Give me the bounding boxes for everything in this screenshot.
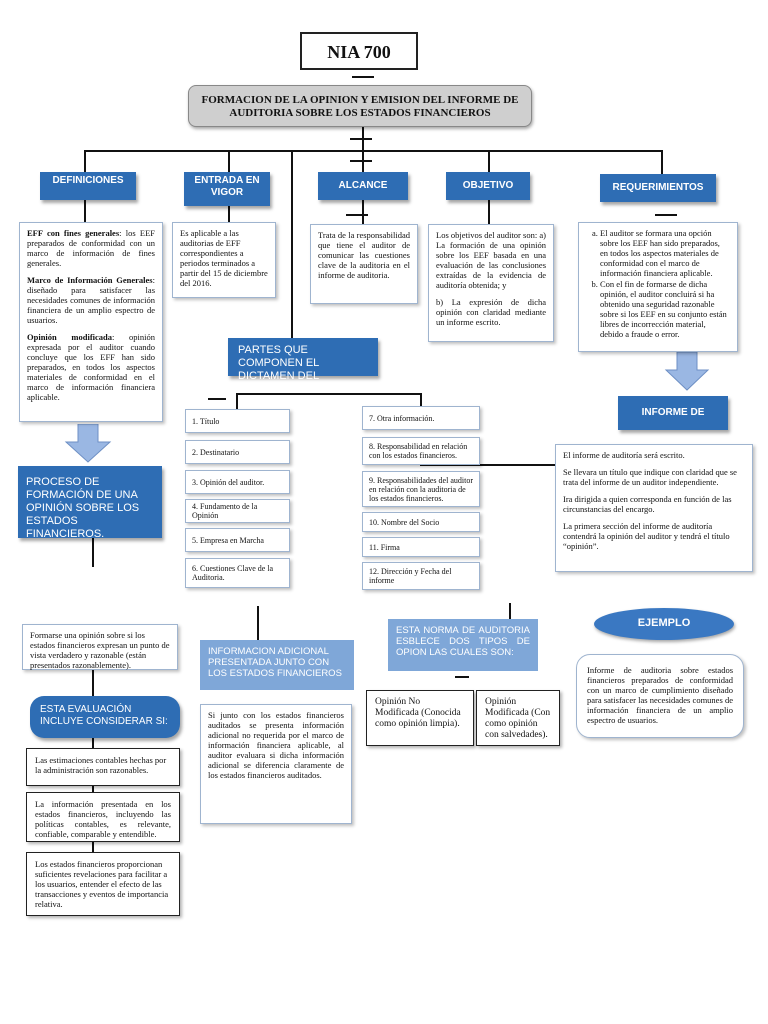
connector	[455, 676, 469, 678]
parte-label: 1. Título	[192, 416, 220, 426]
connector	[92, 668, 94, 696]
parte-label: 11. Firma	[369, 542, 400, 552]
informe-text: Ira dirigida a quien corresponda en func…	[563, 494, 732, 514]
parte-item: 1. Título	[185, 409, 290, 433]
parte-label: 6. Cuestiones Clave de la Auditoria.	[192, 564, 274, 582]
parte-label: 10. Nombre del Socio	[369, 517, 440, 527]
informe-text: Se llevara un título que indique con cla…	[563, 467, 737, 487]
parte-item: 2. Destinatario	[185, 440, 290, 464]
definiciones-header: DEFINICIONES	[40, 172, 136, 200]
objetivo-text: b) La expresión de dicha opinión con cla…	[436, 297, 546, 327]
main-topic: FORMACION DE LA OPINION Y EMISION DEL IN…	[188, 85, 532, 127]
parte-item: 11. Firma	[362, 537, 480, 557]
parte-label: 12. Dirección y Fecha del informe	[369, 567, 452, 585]
connector	[509, 603, 511, 619]
entrada-box: Es aplicable a las auditorias de EFF cor…	[172, 222, 276, 298]
parte-item: 8. Responsabilidad en relación con los e…	[362, 437, 480, 465]
objetivo-header: OBJETIVO	[446, 172, 530, 200]
informe-box: El informe de auditoría será escrito. Se…	[555, 444, 753, 572]
parte-label: 2. Destinatario	[192, 447, 240, 457]
partes-title: PARTES QUE COMPONEN EL DICTAMEN DEL AUDI…	[228, 338, 378, 395]
connector	[236, 393, 422, 395]
parte-item: 3. Opinión del auditor.	[185, 470, 290, 494]
parte-label: 7. Otra información.	[369, 413, 435, 423]
proceso-title: PROCESO DE FORMACIÓN DE UNA OPINIÓN SOBR…	[18, 466, 162, 540]
definition-text: : diseñado para satisfacer las necesidad…	[27, 275, 155, 325]
alcance-header: ALCANCE	[318, 172, 408, 200]
definition-term: Marco de Información Generales	[27, 275, 153, 285]
definition-term: Opinión modificada	[27, 332, 113, 342]
connector	[228, 206, 230, 222]
parte-item: 7. Otra información.	[362, 406, 480, 430]
evaluacion-title: ESTA EVALUACIÓN INCLUYE CONSIDERAR SI:	[30, 696, 180, 738]
ejemplo-box: Informe de auditoria sobre estados finan…	[576, 654, 744, 738]
ejemplo-title: EJEMPLO	[594, 608, 734, 640]
connector	[350, 138, 372, 140]
connector	[291, 150, 293, 340]
requerimientos-box: El auditor se formara una opción sobre l…	[578, 222, 738, 352]
connector	[257, 606, 259, 640]
opinion-no-modificada: Opinión No Modificada (Conocida como opi…	[366, 690, 474, 746]
informe-text: La primera sección del informe de audito…	[563, 521, 730, 551]
connector	[236, 393, 238, 410]
evaluacion-item: Los estados financieros proporcionan suf…	[26, 852, 180, 916]
connector	[84, 150, 86, 172]
requerimiento-item: Con el fin de formarse de dicha opinión,…	[600, 279, 730, 339]
connector	[92, 786, 94, 794]
alcance-box: Trata de la responsabilidad que tiene el…	[310, 224, 418, 304]
parte-item: 5. Empresa en Marcha	[185, 528, 290, 552]
parte-item: 12. Dirección y Fecha del informe	[362, 562, 480, 590]
connector	[346, 214, 368, 216]
page-title: NIA 700	[300, 32, 418, 70]
parte-item: 6. Cuestiones Clave de la Auditoria.	[185, 558, 290, 588]
connector	[420, 393, 422, 408]
parte-label: 5. Empresa en Marcha	[192, 535, 264, 545]
tipos-title: ESTA NORMA DE AUDITORIA ESBLECE DOS TIPO…	[388, 619, 538, 671]
informe-text: El informe de auditoría será escrito.	[563, 450, 685, 460]
objetivo-box: Los objetivos del auditor son: a) La for…	[428, 224, 554, 342]
opinion-modificada: Opinión Modificada (Con como opinión con…	[476, 690, 560, 746]
parte-item: 10. Nombre del Socio	[362, 512, 480, 532]
definition-text: : los EEF preparados de conformidad con …	[27, 228, 155, 268]
connector	[92, 738, 94, 750]
definiciones-box: EFF con fines generales: los EEF prepara…	[19, 222, 163, 422]
connector	[655, 214, 677, 216]
adicional-box: Si junto con los estados financieros aud…	[200, 704, 352, 824]
connector	[84, 200, 86, 222]
parte-label: 8. Responsabilidad en relación con los e…	[369, 442, 468, 460]
evaluacion-item: Las estimaciones contables hechas por la…	[26, 748, 180, 786]
connector	[488, 200, 490, 224]
requerimientos-header: REQUERIMIENTOS	[600, 174, 716, 202]
connector	[228, 150, 230, 172]
connector	[350, 160, 372, 162]
parte-item: 9. Responsabilidades del auditor en rela…	[362, 471, 480, 507]
down-arrow-icon	[664, 352, 710, 391]
parte-item: 4. Fundamento de la Opinión	[185, 499, 290, 523]
down-arrow-icon	[64, 424, 112, 463]
entrada-header: ENTRADA EN VIGOR	[184, 172, 270, 206]
parte-label: 4. Fundamento de la Opinión	[192, 502, 258, 520]
objetivo-text: Los objetivos del auditor son: a) La for…	[436, 230, 546, 290]
connector	[208, 398, 226, 400]
connector	[362, 200, 364, 224]
informe-header: INFORME DE AUDITORIA	[618, 396, 728, 452]
parte-label: 3. Opinión del auditor.	[192, 477, 265, 487]
connector	[661, 150, 663, 174]
connector	[352, 76, 374, 78]
connector	[92, 537, 94, 567]
connector	[84, 150, 662, 152]
definition-text: : opinión expresada por el auditor cuand…	[27, 332, 155, 402]
connector	[488, 150, 490, 172]
definition-term: EFF con fines generales	[27, 228, 120, 238]
proceso-box: Formarse una opinión sobre si los estado…	[22, 624, 178, 670]
parte-label: 9. Responsabilidades del auditor en rela…	[369, 475, 473, 503]
adicional-title: INFORMACION ADICIONAL PRESENTADA JUNTO C…	[200, 640, 354, 690]
connector	[92, 842, 94, 852]
evaluacion-item: La información presentada en los estados…	[26, 792, 180, 842]
requerimiento-item: El auditor se formara una opción sobre l…	[600, 228, 730, 278]
